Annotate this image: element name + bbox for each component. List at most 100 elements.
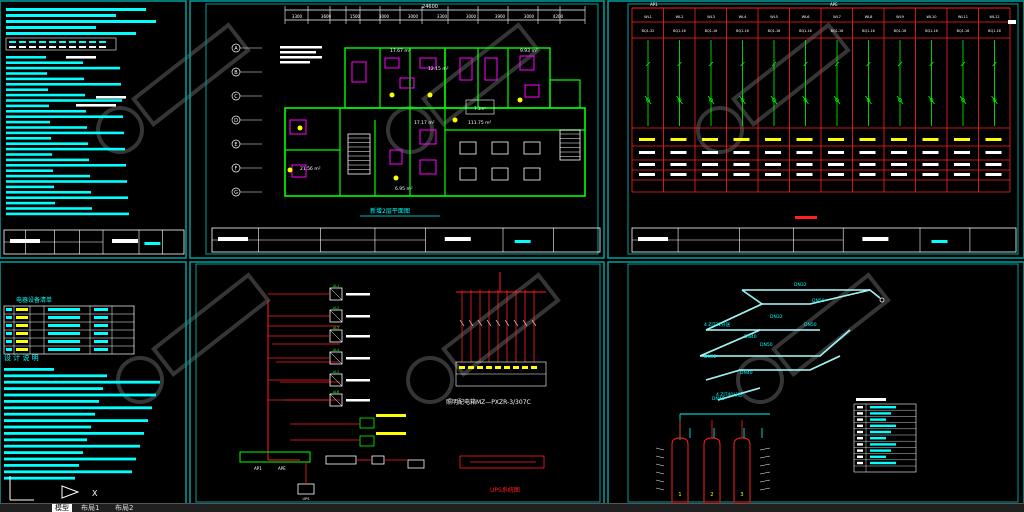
pipe-size-label: DN40: [744, 334, 757, 340]
note-line: [6, 99, 122, 102]
legend-table-cell: [49, 46, 56, 48]
gas-cylinder: [733, 437, 751, 503]
legend-table-cell: [39, 46, 46, 48]
switch-symbol: [929, 61, 934, 67]
callout-leader: [655, 487, 665, 491]
equipment-table-cell: [94, 340, 108, 343]
plan-furniture: [289, 119, 307, 135]
plan-room-area: 6.95 m²: [395, 186, 413, 192]
equipment-table-cell: [6, 316, 12, 319]
ups-breaker: [513, 319, 519, 327]
breaker-label: BQ1-16: [894, 29, 907, 33]
gas-table-cell: [870, 412, 891, 415]
plan-equipment-rack: [523, 141, 541, 155]
distribution-box-mark: [329, 351, 343, 365]
circuit-code: WL3: [707, 15, 715, 19]
gas-table-cell: [857, 406, 863, 409]
equipment-table-cell: [6, 332, 12, 335]
panel-cell-text: [922, 173, 939, 176]
breaker-label: BQ1-32: [642, 29, 655, 33]
note-line: [76, 104, 116, 107]
plan-furniture: [524, 84, 540, 98]
panel-cell-text: [985, 151, 1002, 154]
panel-cell-text: [702, 151, 718, 154]
panel-cell-text: [765, 151, 781, 154]
design-notes-title: 设 计 说 明: [4, 353, 39, 362]
breaker-contact: [803, 98, 808, 102]
distribution-box: [359, 435, 375, 447]
tab-model[interactable]: 模型: [52, 504, 72, 512]
panel-cell-text: [733, 151, 750, 154]
panel-label: AP1: [650, 2, 658, 7]
tab-layout-1[interactable]: 布局1: [81, 504, 100, 512]
title-block-text: [444, 237, 471, 241]
note-line: [6, 120, 50, 124]
note-line: [66, 56, 96, 59]
watermark-logo: [406, 356, 454, 404]
distribution-box-label: [376, 432, 406, 435]
equipment-table-cell: [48, 308, 80, 311]
distribution-box-name: AL6: [333, 390, 340, 394]
ucs-x-label: X: [92, 489, 98, 498]
design-note-line: [4, 387, 103, 390]
dimension-label: 3300: [292, 14, 303, 19]
watermark-block: [440, 272, 561, 377]
distribution-box-name: AL1: [333, 284, 340, 288]
title-block-text: [931, 240, 948, 243]
plan-furniture: [519, 55, 535, 71]
plan-furniture: [419, 159, 437, 175]
note-line: [6, 14, 116, 17]
gas-table-cell: [857, 424, 863, 427]
gas-cylinder: [671, 437, 689, 503]
plan-light-fixture: [427, 92, 433, 98]
note-line: [6, 88, 48, 91]
gas-table-cell: [857, 437, 863, 440]
pipe-size-label: DN50: [812, 298, 825, 304]
equipment-table-cell: [16, 332, 28, 335]
equipment-table: [3, 305, 135, 355]
gas-table-frame: [853, 403, 917, 473]
distribution-box-label: [346, 399, 370, 402]
panel-cell-text: [1008, 20, 1016, 24]
panel-cell-text: [954, 138, 970, 141]
panel-cell-text: [639, 138, 655, 141]
dimension-label: 3000: [466, 14, 477, 19]
equipment-table-cell: [6, 308, 12, 311]
dimension-label: 3600: [321, 14, 332, 19]
switch-symbol: [866, 61, 871, 67]
distribution-box-mark: [329, 393, 343, 407]
plan-light-fixture: [517, 97, 523, 103]
equipment-table-cell: [94, 324, 108, 327]
design-note-line: [4, 451, 83, 454]
breaker-symbol: [928, 95, 935, 105]
callout-leader: [759, 479, 771, 483]
plan-note: [280, 51, 316, 54]
plan-stairs: [559, 129, 581, 161]
breaker-label: BQ1-16: [831, 29, 844, 33]
sheet-inner-border: [195, 263, 601, 503]
note-line: [6, 174, 90, 178]
gas-material-table: [853, 398, 917, 473]
equipment-table-cell: [6, 340, 12, 343]
breaker-symbol: [739, 95, 746, 105]
switch-symbol: [834, 61, 840, 67]
gas-table-cell: [857, 443, 863, 446]
watermark-mark: [386, 22, 541, 154]
legend-table-cell: [19, 41, 26, 43]
legend-table-cell: [69, 46, 76, 48]
equipment-table-cell: [6, 324, 12, 327]
panel-cell-text: [702, 173, 718, 176]
tab-layout-2[interactable]: 布局2: [115, 504, 134, 512]
circuit-code: WL6: [802, 15, 811, 19]
equipment-table-cell: [94, 332, 108, 335]
title-block-text: [638, 237, 668, 241]
note-line: [6, 20, 156, 23]
panel-cell-text: [796, 138, 813, 141]
equipment-table-cell: [16, 324, 28, 327]
breaker-contact: [709, 98, 713, 102]
